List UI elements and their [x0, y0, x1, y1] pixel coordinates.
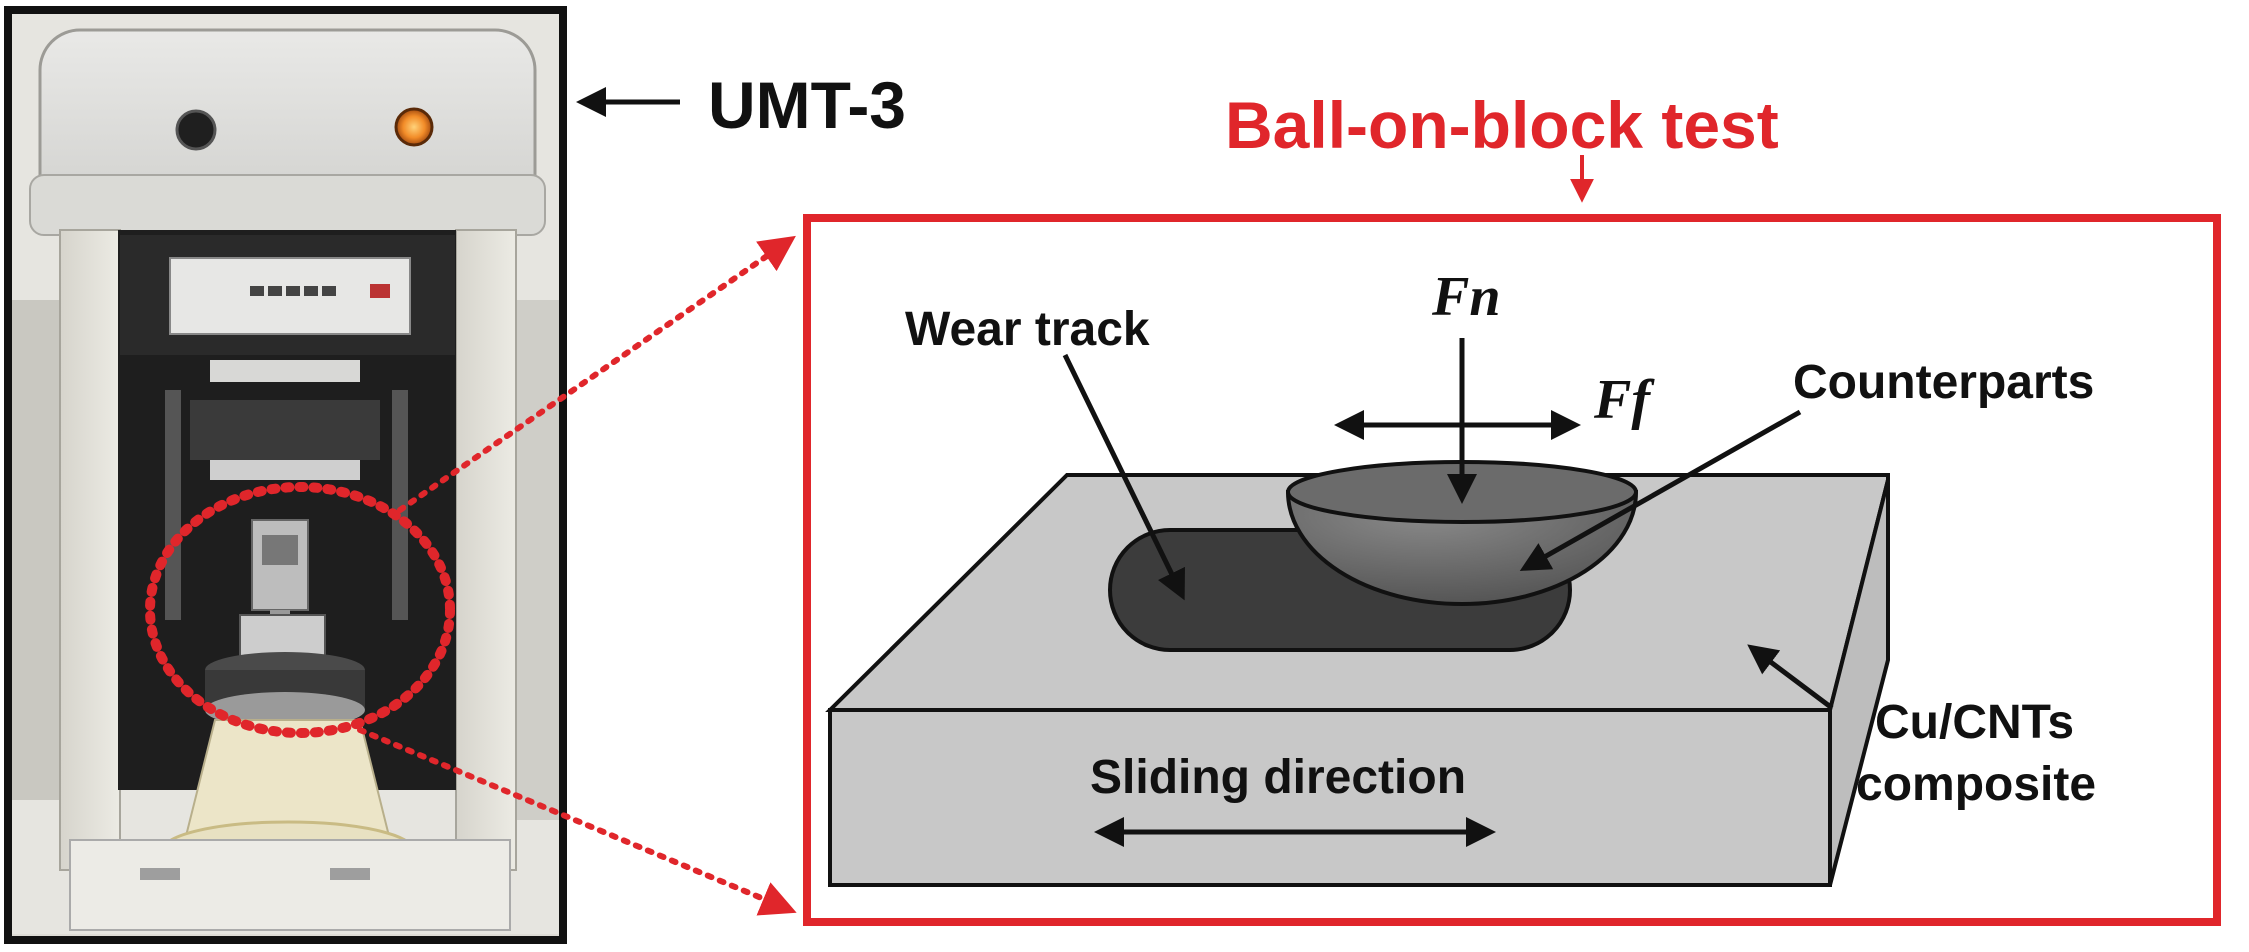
machine-photo: [4, 6, 567, 944]
counterparts-leader: [1519, 409, 1802, 571]
friction-force-label: Ff: [1593, 369, 1655, 431]
test-title: Ball-on-block test: [1225, 88, 1779, 162]
indicator-lamp-icon: [394, 107, 434, 147]
wear-track-label: Wear track: [905, 303, 1150, 356]
wear-track-leader: [1062, 353, 1185, 601]
knob-icon: [175, 109, 217, 151]
highlight-ellipse: [145, 482, 455, 738]
material-label-line1: Cu/CNTs: [1875, 696, 2074, 749]
left-frame-post: [59, 229, 121, 871]
zoom-leader-top: [397, 235, 796, 513]
right-frame-post: [455, 229, 517, 871]
material-leader: [1747, 644, 1834, 710]
normal-force-label: Fn: [1431, 266, 1501, 328]
zoom-leader-bottom: [357, 727, 797, 916]
machine-label: UMT-3: [708, 68, 906, 142]
material-label-line2: composite: [1856, 758, 2096, 811]
sliding-direction-label: Sliding direction: [1090, 751, 1466, 804]
counterparts-label: Counterparts: [1793, 356, 2094, 409]
block-side-face: [1828, 479, 1890, 886]
